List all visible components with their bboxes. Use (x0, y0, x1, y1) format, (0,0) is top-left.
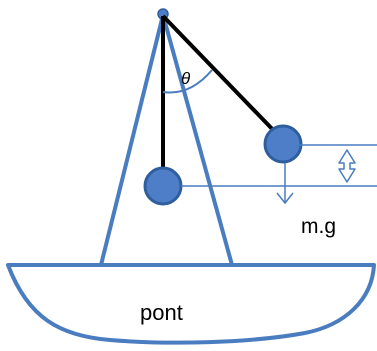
frame-left-leg (99, 14, 165, 266)
angle-arc (162, 69, 213, 94)
double-arrow-icon (338, 149, 356, 183)
boat-label: pont (140, 300, 183, 325)
boat-hull (6, 263, 376, 345)
bob-vertical (143, 166, 183, 206)
bob-deflected (263, 124, 303, 164)
frame-right-leg (161, 14, 234, 266)
rod-deflected (161, 14, 280, 137)
weight-label: m.g (301, 215, 336, 238)
down-arrow-icon (276, 163, 294, 205)
theta-label: θ (181, 69, 191, 88)
